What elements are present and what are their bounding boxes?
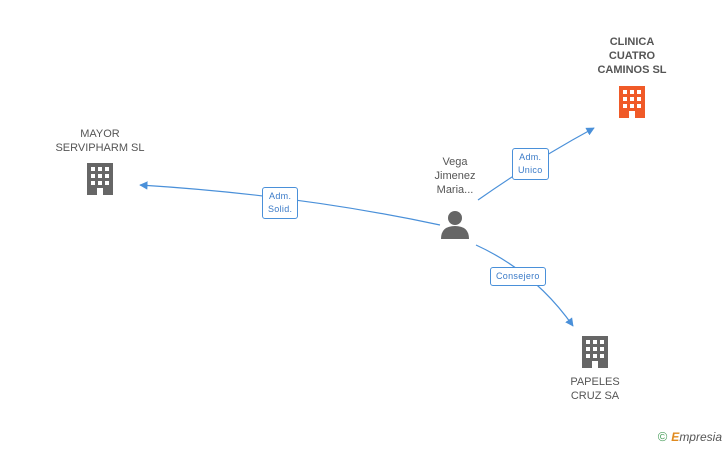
edge-label-adm-solid-line2: Solid. xyxy=(268,204,293,214)
person-label-line3: Maria... xyxy=(436,184,474,196)
person-label-line2: Jimenez xyxy=(434,170,476,182)
papeles-label-line1: PAPELES xyxy=(570,376,620,388)
edge-label-consejero[interactable]: Consejero xyxy=(490,267,546,286)
papeles-label-line2: CRUZ SA xyxy=(570,390,620,402)
brand-initial: E xyxy=(671,430,680,444)
mayor-label-line1: MAYOR xyxy=(80,128,120,140)
mayor-label-line2: SERVIPHARM SL xyxy=(55,142,145,154)
clinica-label[interactable]: CLINICA CUATRO CAMINOS SL xyxy=(572,35,692,77)
clinica-label-line1: CLINICA xyxy=(609,36,655,48)
papeles-label[interactable]: PAPELES CRUZ SA xyxy=(545,375,645,403)
edge-label-consejero-line1: Consejero xyxy=(496,271,540,281)
brand-name: mpresia xyxy=(679,430,722,444)
edge-label-adm-unico[interactable]: Adm. Unico xyxy=(512,148,549,180)
person-icon[interactable] xyxy=(441,211,469,239)
clinica-label-line3: CAMINOS SL xyxy=(597,64,667,76)
edge-label-adm-solid-line1: Adm. xyxy=(269,191,292,201)
building-icon-papeles[interactable] xyxy=(582,336,608,368)
clinica-label-line2: CUATRO xyxy=(608,50,656,62)
person-label[interactable]: Vega Jimenez Maria... xyxy=(415,155,495,197)
person-label-line1: Vega xyxy=(442,156,468,168)
building-icon-mayor[interactable] xyxy=(87,163,113,195)
empresia-logo[interactable]: ©Empresia xyxy=(658,429,722,444)
edge-label-adm-solid[interactable]: Adm. Solid. xyxy=(262,187,299,219)
edge-label-adm-unico-line1: Adm. xyxy=(519,152,542,162)
mayor-label[interactable]: MAYOR SERVIPHARM SL xyxy=(40,127,160,155)
building-icon-clinica[interactable] xyxy=(619,86,645,118)
edge-label-adm-unico-line2: Unico xyxy=(518,165,543,175)
copyright-icon: © xyxy=(657,429,668,444)
